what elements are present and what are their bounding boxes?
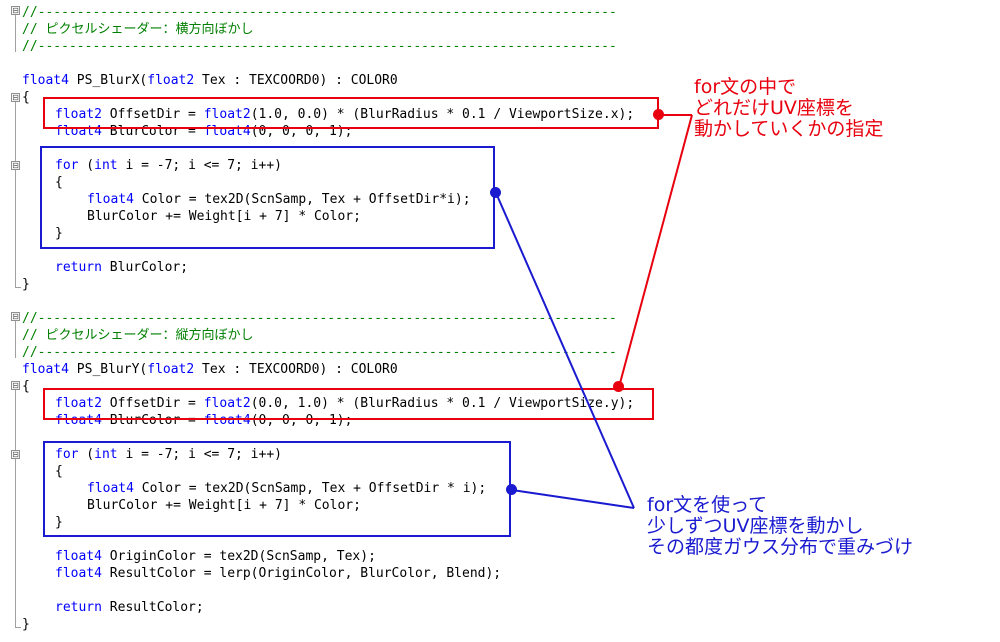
code-text: ResultColor;: [101, 600, 204, 615]
for-line: for (int i = -7; i <= 7; i++): [55, 446, 282, 463]
fold-toggle-function2[interactable]: ⊟: [11, 381, 20, 390]
fold-guide-end: [15, 627, 21, 628]
origin-color-line: float4 OriginColor = tex2D(ScnSamp, Tex)…: [55, 548, 376, 565]
highlight-box-for-loop-x: [40, 146, 495, 249]
function-signature: float4 PS_BlurY(float2 Tex : TEXCOORD0) …: [22, 361, 398, 378]
fold-guide: [15, 390, 16, 627]
type-keyword: float4: [22, 362, 69, 377]
close-brace: }: [22, 617, 30, 632]
red-connector: [618, 114, 693, 388]
type-keyword: float4: [87, 481, 134, 496]
for-keyword: for: [55, 447, 79, 462]
red-anchor-dot: [653, 109, 664, 120]
return-keyword: return: [55, 600, 102, 615]
code-text: OffsetDir =: [101, 396, 204, 411]
blue-connector: [511, 489, 635, 509]
code-text: Color = tex2D(ScnSamp, Tex + OffsetDir *…: [133, 481, 487, 496]
open-brace: {: [22, 90, 30, 105]
color-sample-line: float4 Color = tex2D(ScnSamp, Tex + Offs…: [87, 191, 471, 208]
fold-guide: [15, 102, 16, 287]
for-open-brace: {: [55, 464, 63, 479]
type-keyword: float4: [87, 192, 134, 207]
code-text: (0, 0, 0, 1);: [250, 124, 353, 139]
type-keyword: float2: [147, 362, 195, 377]
annotation-gaussian-note: for文を使って 少しずつUV座標を動かし その都度ガウス分布で重みづけ: [647, 494, 914, 558]
code-text: OffsetDir =: [101, 107, 204, 122]
fold-guide: [15, 15, 16, 52]
code-text: BlurColor;: [101, 260, 189, 275]
type-keyword: float2: [55, 107, 102, 122]
code-text: ResultColor = lerp(OriginColor, BlurColo…: [101, 566, 502, 581]
type-keyword: float2: [147, 73, 195, 88]
highlight-box-offset-y: [43, 388, 654, 420]
for-open-brace: {: [55, 175, 63, 190]
int-keyword: int: [94, 447, 118, 462]
close-brace: }: [22, 277, 30, 292]
code-text: (: [78, 447, 95, 462]
code-text: OriginColor = tex2D(ScnSamp, Tex);: [101, 549, 376, 564]
fold-toggle-for1[interactable]: ⊟: [11, 161, 20, 170]
code-text: Tex : TEXCOORD0) : COLOR0: [194, 362, 398, 377]
for-close-brace: }: [55, 226, 63, 241]
for-keyword: for: [55, 158, 79, 173]
fold-toggle-comment1[interactable]: ⊟: [11, 6, 20, 15]
code-text: i = -7; i <= 7; i++): [117, 158, 282, 173]
type-keyword: float4: [55, 549, 102, 564]
fold-toggle-function1[interactable]: ⊟: [11, 93, 20, 102]
comment-divider: //--------------------------------------…: [22, 5, 617, 20]
code-text: i = -7; i <= 7; i++): [117, 447, 282, 462]
blue-anchor-dot: [490, 187, 501, 198]
blur-color-init-line: float4 BlurColor = float4(0, 0, 0, 1);: [55, 412, 352, 429]
result-color-line: float4 ResultColor = lerp(OriginColor, B…: [55, 565, 501, 582]
code-text: (1.0, 0.0) * (BlurRadius * 0.1 / Viewpor…: [250, 107, 635, 122]
blur-color-init-line: float4 BlurColor = float4(0, 0, 0, 1);: [55, 123, 352, 140]
fold-toggle-for2[interactable]: ⊟: [11, 450, 20, 459]
code-text: (: [78, 158, 95, 173]
type-keyword: float4: [203, 413, 251, 428]
code-text: PS_BlurY(: [68, 362, 148, 377]
offset-dir-line: float2 OffsetDir = float2(1.0, 0.0) * (B…: [55, 106, 634, 123]
return-line: return BlurColor;: [55, 259, 188, 276]
code-text: Tex : TEXCOORD0) : COLOR0: [194, 73, 398, 88]
highlight-box-offset-x: [43, 97, 659, 129]
blur-accumulate-line: BlurColor += Weight[i + 7] * Color;: [87, 209, 361, 224]
code-text: (0, 0, 0, 1);: [250, 413, 353, 428]
return-keyword: return: [55, 260, 102, 275]
code-text: PS_BlurX(: [68, 73, 148, 88]
blur-accumulate-line: BlurColor += Weight[i + 7] * Color;: [87, 498, 361, 513]
comment-title: // ピクセルシェーダー：縦方向ぼかし: [22, 328, 254, 343]
fold-toggle-comment2[interactable]: ⊟: [11, 312, 20, 321]
type-keyword: float4: [55, 566, 102, 581]
comment-divider: //--------------------------------------…: [22, 345, 617, 360]
type-keyword: float2: [203, 396, 251, 411]
for-close-brace: }: [55, 515, 63, 530]
code-text: BlurColor =: [101, 413, 204, 428]
red-anchor-dot: [613, 381, 624, 392]
int-keyword: int: [94, 158, 118, 173]
color-sample-line: float4 Color = tex2D(ScnSamp, Tex + Offs…: [87, 480, 486, 497]
type-keyword: float2: [55, 396, 102, 411]
comment-title: // ピクセルシェーダー：横方向ぼかし: [22, 22, 254, 37]
function-signature: float4 PS_BlurX(float2 Tex : TEXCOORD0) …: [22, 72, 398, 89]
type-keyword: float4: [22, 73, 69, 88]
code-text: Color = tex2D(ScnSamp, Tex + OffsetDir*i…: [133, 192, 471, 207]
open-brace: {: [22, 379, 30, 394]
blue-anchor-dot: [506, 484, 517, 495]
type-keyword: float2: [203, 107, 251, 122]
highlight-box-for-loop-y: [43, 441, 511, 537]
return-line: return ResultColor;: [55, 599, 204, 616]
for-line: for (int i = -7; i <= 7; i++): [55, 157, 282, 174]
comment-divider: //--------------------------------------…: [22, 39, 617, 54]
fold-guide-end: [15, 287, 21, 288]
fold-guide: [15, 321, 16, 358]
type-keyword: float4: [55, 413, 102, 428]
comment-divider: //--------------------------------------…: [22, 311, 617, 326]
annotation-offset-note: for文の中で どれだけUV座標を 動かしていくかの指定: [694, 76, 884, 140]
